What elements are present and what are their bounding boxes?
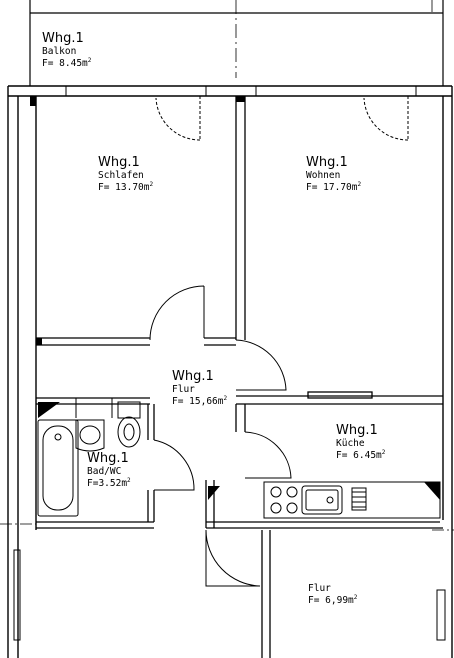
kitchen-fixtures [263,481,441,519]
room-area: F=3.52m2 [87,476,131,490]
room-area: F= 13.70m2 [98,180,154,194]
room-label-flur-lower: Flur F= 6,99m2 [308,583,358,607]
room-label-balkon: Whg.1 Balkon F= 8.45m2 [42,31,92,70]
unit-name: Whg.1 [306,155,348,170]
exterior-walls [7,85,453,658]
room-area: F= 17.70m2 [306,180,362,194]
room-area: F= 15,66m2 [172,394,228,408]
room-label-schlafen: Whg.1 Schlafen F= 13.70m2 [98,155,154,194]
room-name: Balkon [42,45,77,57]
interior-walls [36,96,443,658]
windows [13,85,446,641]
room-area: F= 6.45m2 [336,448,386,462]
unit-name: Whg.1 [42,31,84,46]
unit-name: Whg.1 [87,451,129,466]
center-lines [0,523,454,531]
bathroom-fixtures [37,398,141,517]
unit-name: Whg.1 [172,369,214,384]
balcony-outline [29,0,444,86]
room-label-flur: Whg.1 Flur F= 15,66m2 [172,369,228,408]
wall-fills [30,96,440,500]
room-name: Flur [308,583,331,594]
door-swings [149,96,409,587]
room-name: Wohnen [306,169,341,181]
room-area: F= 6,99m2 [308,593,358,607]
room-label-bad: Whg.1 Bad/WC F=3.52m2 [87,451,131,490]
room-label-wohnen: Whg.1 Wohnen F= 17.70m2 [306,155,362,194]
room-name: Flur [172,383,195,395]
unit-name: Whg.1 [98,155,140,170]
room-area: F= 8.45m2 [42,56,92,70]
room-name: Küche [336,437,365,449]
room-label-kueche: Whg.1 Küche F= 6.45m2 [336,423,386,462]
room-name: Schlafen [98,169,144,181]
room-name: Bad/WC [87,465,122,477]
unit-name: Whg.1 [336,423,378,438]
